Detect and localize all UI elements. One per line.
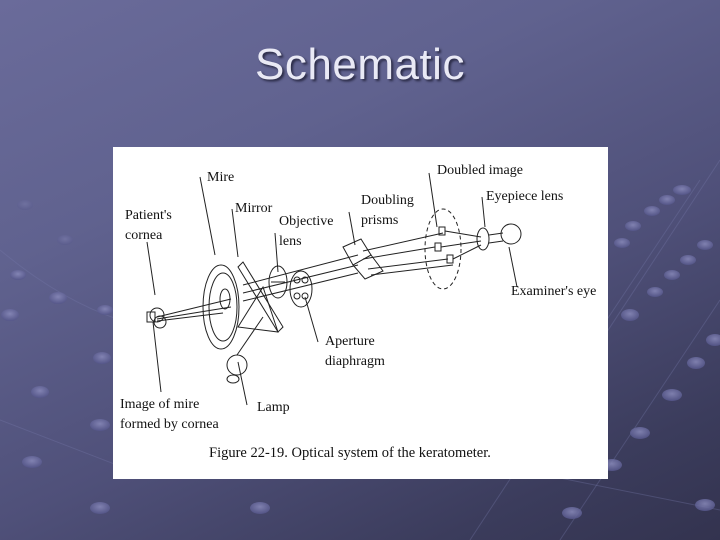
label-patients-cornea-line1: Patient's (125, 208, 172, 223)
label-objective-lens-line2: lens (279, 234, 302, 249)
label-doubling-prisms-line2: prisms (361, 213, 399, 228)
slide-title: Schematic (255, 40, 465, 89)
label-mire: Mire (207, 170, 235, 185)
label-objective-lens-line1: Objective (279, 214, 334, 229)
label-eyepiece-lens: Eyepiece lens (486, 189, 564, 204)
label-aperture-diaphragm-line2: diaphragm (325, 354, 385, 369)
label-image-of-mire-line1: Image of mire (120, 397, 200, 412)
label-lamp: Lamp (257, 400, 290, 415)
optical-system-diagram (146, 172, 522, 406)
label-mirror: Mirror (235, 201, 273, 216)
label-image-of-mire-line2: formed by cornea (120, 417, 219, 432)
label-patients-cornea-line2: cornea (125, 228, 163, 243)
label-examiners-eye: Examiner's eye (511, 284, 597, 299)
label-aperture-diaphragm-line1: Aperture (325, 334, 375, 349)
keratometer-figure: Mire Mirror Patient's cornea Objective l… (113, 147, 608, 479)
figure-caption: Figure 22-19. Optical system of the kera… (209, 445, 491, 461)
label-doubling-prisms-line1: Doubling (361, 193, 414, 208)
label-doubled-image: Doubled image (437, 163, 523, 178)
